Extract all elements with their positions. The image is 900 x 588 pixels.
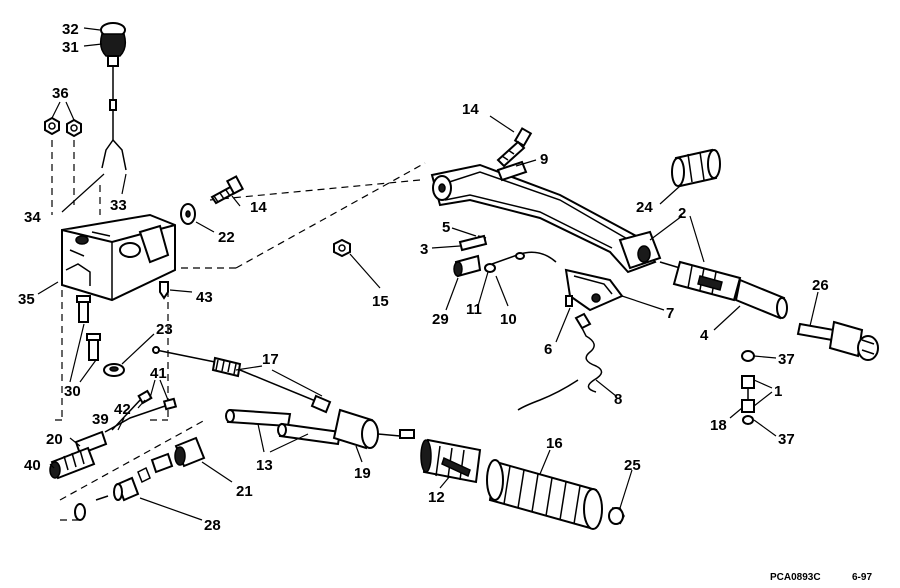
hex-nuts-36 xyxy=(44,116,82,138)
twist-grip-assembly xyxy=(420,438,625,530)
throttle-cable-17 xyxy=(152,346,415,450)
callout-1: 1 xyxy=(774,383,782,400)
figure-code-text: PCA0893C xyxy=(770,572,821,583)
callout-19: 19 xyxy=(354,465,371,482)
callout-16: 16 xyxy=(546,435,563,452)
figure-code: PCA0893C 6-97 xyxy=(770,572,872,583)
figure-date-text: 6-97 xyxy=(852,572,872,583)
screws-30 xyxy=(76,295,101,361)
callout-37-top: 37 xyxy=(778,351,795,368)
callout-41: 41 xyxy=(150,365,167,382)
bushing-24 xyxy=(671,148,721,188)
callout-5: 5 xyxy=(442,219,450,236)
callout-42: 42 xyxy=(114,401,131,418)
leader-lines xyxy=(37,27,819,521)
grease-fitting-43 xyxy=(159,281,169,300)
bolt-14-left xyxy=(210,175,245,205)
callout-23: 23 xyxy=(156,321,173,338)
callout-37-bottom: 37 xyxy=(778,431,795,448)
detent-parts xyxy=(741,350,755,425)
callout-32: 32 xyxy=(62,21,79,38)
control-housing xyxy=(61,213,176,302)
callout-40: 40 xyxy=(24,457,41,474)
tubes-13 xyxy=(225,408,342,446)
kill-switch-parts xyxy=(49,389,178,480)
callout-39: 39 xyxy=(92,411,109,428)
friction-assembly xyxy=(333,234,624,411)
nut-23 xyxy=(103,363,125,377)
callout-12: 12 xyxy=(428,489,445,506)
stop-switch-26 xyxy=(796,320,879,361)
parts-21-28 xyxy=(59,419,206,521)
callout-14-left: 14 xyxy=(250,199,267,216)
callout-30: 30 xyxy=(64,383,81,400)
callout-labels: 32 31 36 33 34 14 22 35 43 23 30 41 42 3… xyxy=(18,21,829,534)
callout-34: 34 xyxy=(24,209,41,226)
callout-13: 13 xyxy=(256,457,273,474)
callout-2: 2 xyxy=(678,205,686,222)
bolt-14-right xyxy=(496,127,533,182)
callout-10: 10 xyxy=(500,311,517,328)
washer-22 xyxy=(180,203,196,225)
callout-18: 18 xyxy=(710,417,727,434)
callout-24: 24 xyxy=(636,199,653,216)
assembly-dashed-lines xyxy=(51,140,426,421)
callout-35: 35 xyxy=(18,291,35,308)
callout-4: 4 xyxy=(700,327,709,344)
shift-knob-assembly xyxy=(99,22,127,171)
callout-14-right: 14 xyxy=(462,101,479,118)
callout-28: 28 xyxy=(204,517,221,534)
callout-33: 33 xyxy=(110,197,127,214)
handle-shaft-4 xyxy=(659,260,788,320)
callout-36: 36 xyxy=(52,85,69,102)
callout-25: 25 xyxy=(624,457,641,474)
callout-6: 6 xyxy=(544,341,552,358)
callout-15: 15 xyxy=(372,293,389,310)
callout-43: 43 xyxy=(196,289,213,306)
callout-21: 21 xyxy=(236,483,253,500)
callout-3: 3 xyxy=(420,241,428,258)
callout-26: 26 xyxy=(812,277,829,294)
callout-29: 29 xyxy=(432,311,449,328)
callout-11: 11 xyxy=(466,301,482,318)
callout-7: 7 xyxy=(666,305,674,322)
callout-20: 20 xyxy=(46,431,63,448)
callout-8: 8 xyxy=(614,391,622,408)
callout-22: 22 xyxy=(218,229,235,246)
tiller-arm-2 xyxy=(430,163,662,274)
callout-17: 17 xyxy=(262,351,279,368)
callout-31: 31 xyxy=(62,39,79,56)
callout-9: 9 xyxy=(540,151,548,168)
